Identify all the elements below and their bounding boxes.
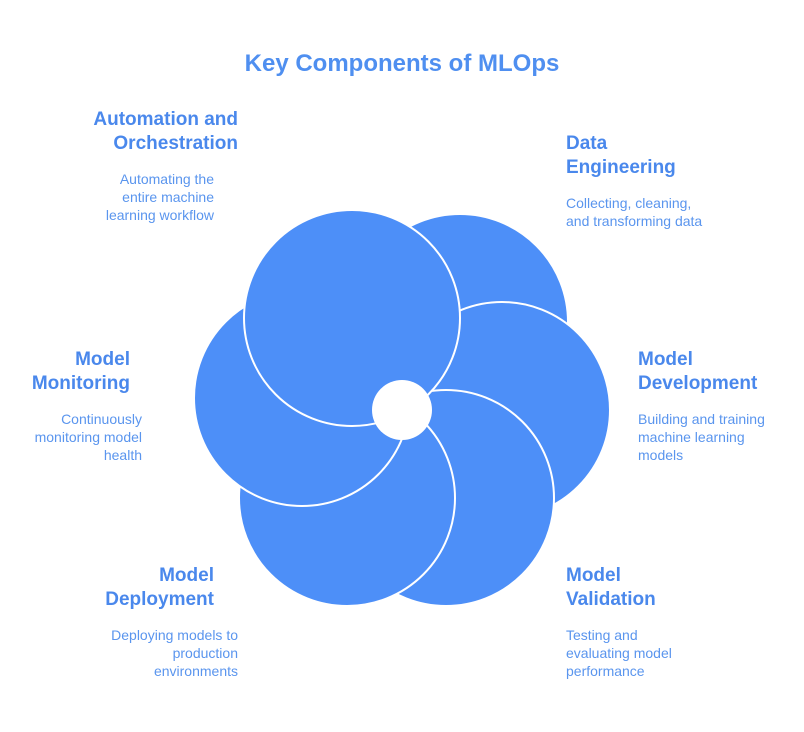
component-model-deployment: Model Deployment Deploying models to pro… <box>88 564 238 680</box>
component-model-monitoring: Model Monitoring Continuously monitoring… <box>12 348 142 464</box>
component-automation: Automation and Orchestration Automating … <box>88 108 238 224</box>
component-title: Model Validation <box>566 565 656 610</box>
petal-automation <box>243 209 461 427</box>
component-title: Automation and Orchestration <box>93 109 238 154</box>
component-title: Model Monitoring <box>31 349 130 394</box>
diagram-title: Key Components of MLOps <box>244 50 560 77</box>
component-model-validation: Model Validation Testing and evaluating … <box>566 564 696 680</box>
component-title: Model Deployment <box>105 565 214 610</box>
component-description: Building and training machine learning m… <box>638 411 765 463</box>
component-description: Continuously monitoring model health <box>34 411 142 463</box>
component-description: Automating the entire machine learning w… <box>105 171 214 223</box>
flower-center <box>372 380 432 440</box>
component-title: Model Development <box>638 349 758 394</box>
component-model-development: Model Development Building and training … <box>638 348 788 464</box>
component-description: Deploying models to production environme… <box>111 627 238 679</box>
component-title: Data Engineering <box>566 133 676 178</box>
component-description: Collecting, cleaning, and transforming d… <box>566 195 703 229</box>
component-description: Testing and evaluating model performance <box>566 627 672 679</box>
component-data-engineering: Data Engineering Collecting, cleaning, a… <box>566 132 706 230</box>
